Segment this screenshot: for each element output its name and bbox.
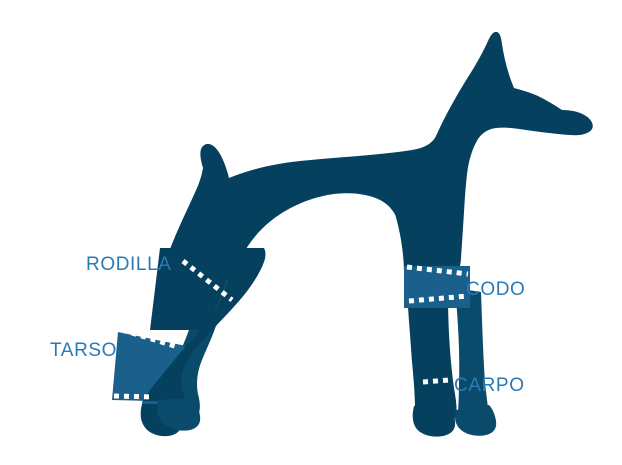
dog-body-group (112, 31, 593, 437)
far-fore-leg (455, 288, 489, 428)
codo-upper-line (406, 264, 469, 277)
far-hind-paw (157, 398, 201, 431)
tarso-highlight (112, 332, 185, 405)
rodilla-line (181, 259, 234, 302)
tarso-lower-line (113, 393, 153, 400)
near-fore-paw (412, 403, 456, 437)
label-carpo: CARPO (454, 375, 525, 396)
label-tarso: TARSO (50, 340, 118, 361)
dog-torso-head-neck (160, 31, 593, 280)
label-rodilla: RODILLA (86, 254, 172, 275)
near-fore-leg (406, 270, 457, 427)
carpo-line (422, 376, 463, 385)
joint-marker-lines (113, 259, 469, 400)
rodilla-highlight (150, 248, 232, 330)
chest-belly-fill (395, 200, 437, 274)
far-fore-paw (455, 405, 497, 436)
near-hind-leg-group (112, 248, 266, 422)
near-hind-leg (142, 248, 266, 422)
label-codo: CODO (466, 279, 526, 300)
near-fore-leg-group (404, 266, 470, 427)
